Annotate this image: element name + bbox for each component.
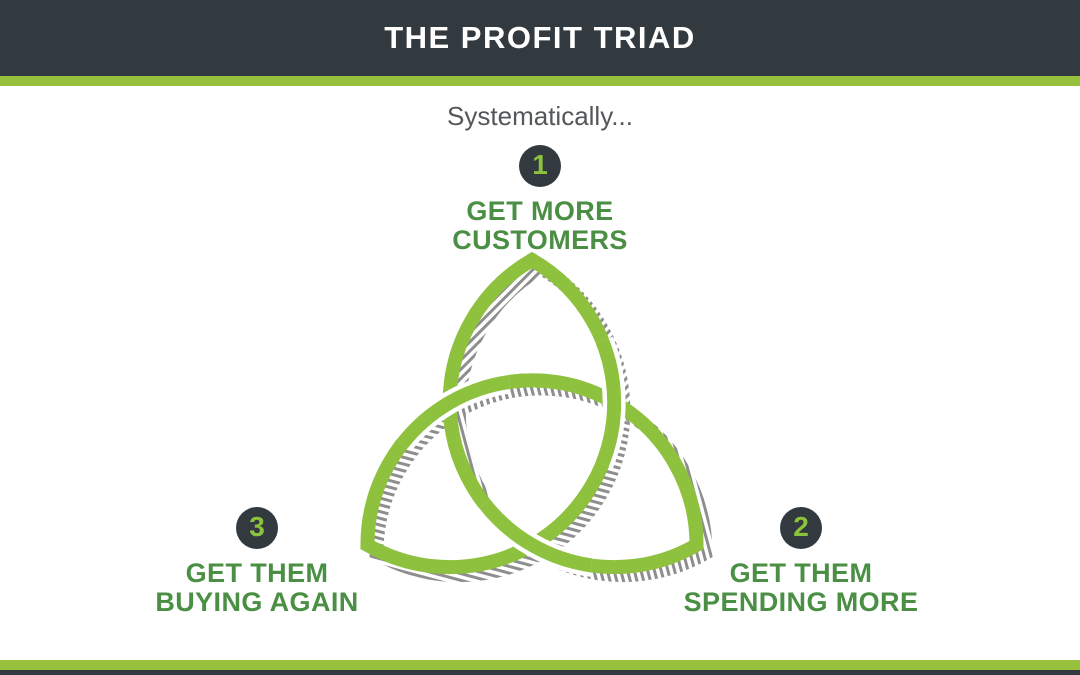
intro-text: Systematically... [447, 101, 633, 131]
triquetra-knot-icon [360, 251, 713, 583]
step-3-number: 3 [249, 511, 265, 542]
step-2-block: 2 GET THEM SPENDING MORE [651, 507, 951, 617]
step-1-label-line-2: CUSTOMERS [452, 225, 628, 255]
step-3-block: 3 GET THEM BUYING AGAIN [107, 507, 407, 617]
step-1-label-line-1: GET MORE [466, 196, 614, 226]
knot-weave-patches [393, 336, 626, 577]
step-2-label-line-2: SPENDING MORE [683, 587, 919, 617]
top-accent-stripe [0, 76, 1080, 86]
step-1-badge: 1 [519, 145, 561, 187]
step-2-number: 2 [793, 511, 809, 542]
step-1-block: 1 GET MORE CUSTOMERS [0, 145, 1080, 255]
step-3-label: GET THEM BUYING AGAIN [155, 559, 358, 617]
step-2-badge: 2 [780, 507, 822, 549]
header-bar: THE PROFIT TRIAD [0, 0, 1080, 76]
step-3-badge: 3 [236, 507, 278, 549]
step-2-label-line-1: GET THEM [729, 558, 873, 588]
step-3-label-line-2: BUYING AGAIN [155, 587, 359, 617]
step-2-label: GET THEM SPENDING MORE [684, 559, 919, 617]
step-3-label-line-1: GET THEM [185, 558, 329, 588]
page-title: THE PROFIT TRIAD [384, 20, 696, 55]
footer-bar [0, 670, 1080, 675]
bottom-accent-stripe [0, 660, 1080, 670]
step-1-number: 1 [532, 149, 548, 180]
step-1-label: GET MORE CUSTOMERS [452, 197, 628, 255]
